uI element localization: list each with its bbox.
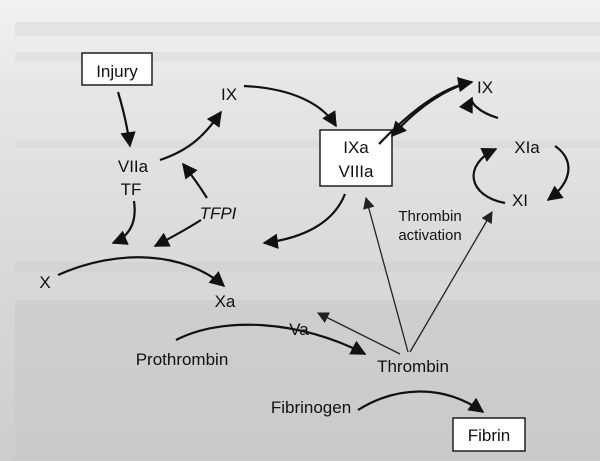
factor-ix-right-label: IX: [477, 78, 493, 97]
factor-ix-left-label: IX: [221, 85, 237, 104]
factor-viia-label: VIIa: [118, 157, 149, 176]
injury-label: Injury: [96, 62, 138, 81]
arrow-ixa-to-ix-right: [390, 80, 473, 138]
arrow-prothrombin-to-thrombin: [175, 323, 367, 355]
thrombin-label: Thrombin: [377, 357, 449, 376]
factor-ixa-label: IXa: [343, 138, 369, 157]
arrow-xia-to-ix: [458, 96, 499, 120]
injury-box: [81, 52, 153, 86]
fibrinogen-label: Fibrinogen: [271, 398, 351, 417]
fibrin-label: Fibrin: [468, 426, 511, 445]
tissue-factor-label: TF: [121, 180, 142, 199]
scan-bleed-through: [15, 22, 600, 460]
arrow-tf-to-xa-conversion: [111, 200, 136, 245]
arrow-fibrinogen-to-fibrin: [357, 390, 485, 413]
arrow-thrombin-to-va: [316, 312, 401, 355]
arrow-ix-to-ixa: [243, 84, 337, 128]
arrow-thrombin-to-xi: [409, 210, 493, 353]
factor-xi-label: XI: [512, 191, 528, 210]
arrow-tfpi-to-xa-conversion: [153, 219, 202, 247]
ixa-viiia-box: [319, 129, 393, 187]
arrow-viia-to-ix: [159, 110, 222, 162]
tfpi-label: TFPI: [200, 204, 237, 223]
factor-xa-label: Xa: [215, 292, 236, 311]
arrow-xia-to-xi: [546, 145, 570, 201]
arrow-ixa-to-xa-conversion: [262, 193, 347, 249]
factor-x-label: X: [39, 273, 50, 292]
fibrin-box: [452, 417, 526, 452]
prothrombin-label: Prothrombin: [136, 350, 229, 369]
factor-xia-label: XIa: [514, 138, 540, 157]
thrombin-activation-label-line1: Thrombin: [398, 208, 461, 225]
arrow-x-to-xa: [57, 256, 226, 288]
arrow-thrombin-to-viiia: [363, 196, 409, 353]
factor-viiia-label: VIIIa: [339, 162, 375, 181]
arrow-tfpi-to-viia: [182, 162, 208, 199]
arrow-xi-to-xia: [472, 147, 506, 205]
thrombin-activation-label-line2: activation: [398, 227, 461, 244]
arrow-injury-to-viia: [116, 91, 136, 148]
